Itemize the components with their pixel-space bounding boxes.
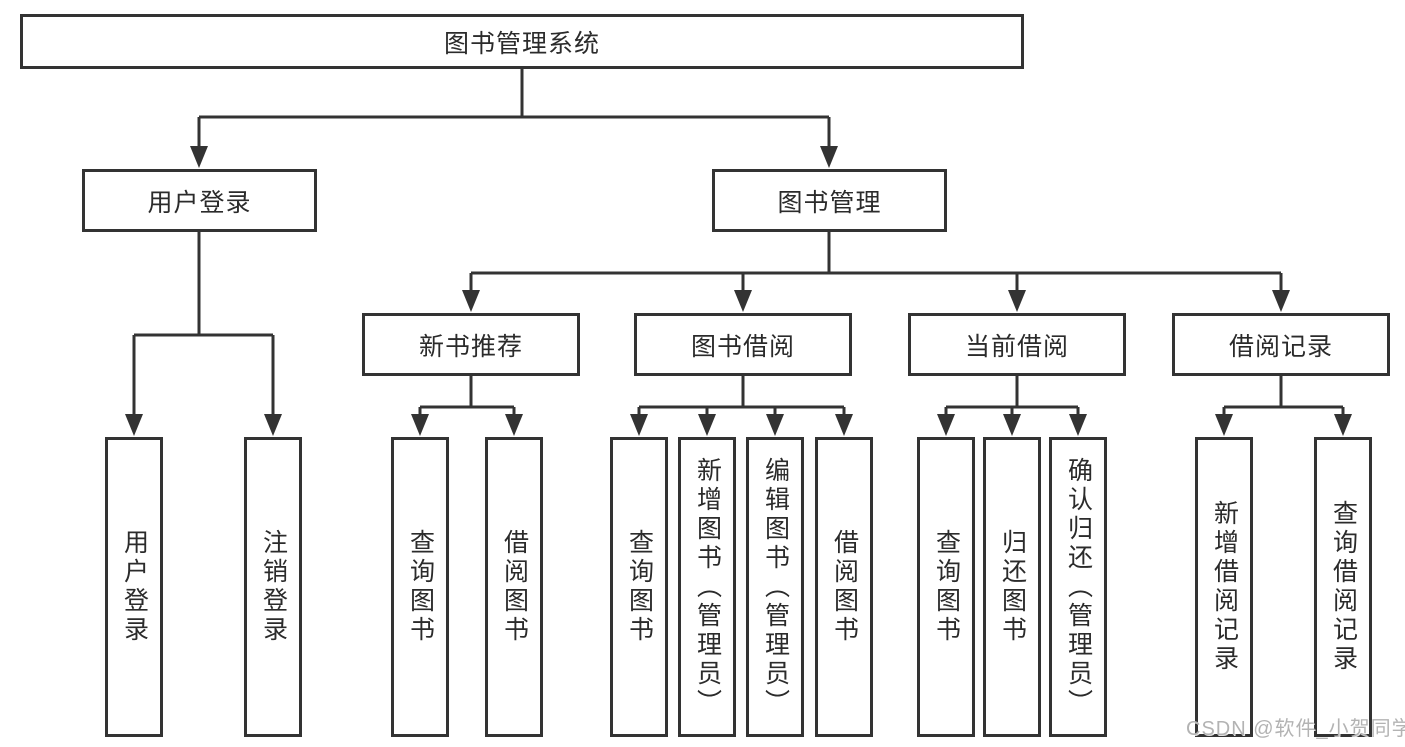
arrow-down-icon (125, 146, 1352, 436)
leaf-borrow-books-borrowing: 借阅图书 (815, 437, 873, 737)
node-borrowing-records: 借阅记录 (1172, 313, 1390, 376)
leaf-add-borrow-record: 新增借阅记录 (1195, 437, 1253, 737)
node-user-login: 用户登录 (82, 169, 317, 232)
leaf-user-login: 用户登录 (105, 437, 163, 737)
leaf-borrow-books-recommend: 借阅图书 (485, 437, 543, 737)
node-book-borrowing: 图书借阅 (634, 313, 852, 376)
leaf-add-book-admin: 新增图书（管理员） (678, 437, 736, 737)
node-book-management: 图书管理 (712, 169, 947, 232)
leaf-query-books-borrowing: 查询图书 (610, 437, 668, 737)
node-current-borrowing: 当前借阅 (908, 313, 1126, 376)
leaf-query-books-recommend: 查询图书 (391, 437, 449, 737)
leaf-return-book: 归还图书 (983, 437, 1041, 737)
leaf-query-books-current: 查询图书 (917, 437, 975, 737)
leaf-edit-book-admin: 编辑图书（管理员） (746, 437, 804, 737)
node-new-book-recommend: 新书推荐 (362, 313, 580, 376)
watermark: CSDN @软件_小贺同学 (1186, 718, 1405, 740)
leaf-logout: 注销登录 (244, 437, 302, 737)
leaf-confirm-return-admin: 确认归还（管理员） (1049, 437, 1107, 737)
node-library-management-system: 图书管理系统 (20, 14, 1024, 69)
tree-edges (132, 69, 1345, 416)
leaf-query-borrow-record: 查询借阅记录 (1314, 437, 1372, 737)
